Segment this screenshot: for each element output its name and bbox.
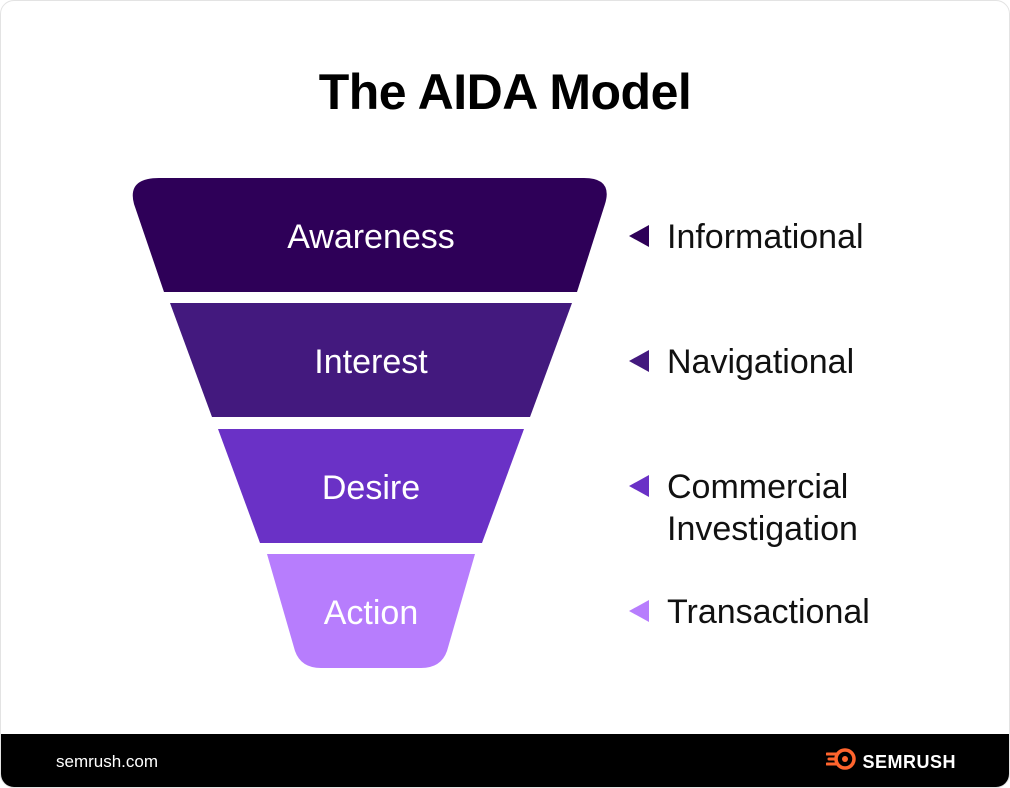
intent-label: Commercial Investigation xyxy=(667,468,858,548)
funnel-stage-interest xyxy=(170,303,572,417)
funnel-stage-desire xyxy=(218,429,524,543)
intent-transactional: Transactional xyxy=(629,591,870,633)
triangle-left-icon xyxy=(629,341,651,381)
stage-label-interest: Interest xyxy=(314,343,428,381)
footer-site-link[interactable]: semrush.com xyxy=(56,752,159,771)
stage-label-desire: Desire xyxy=(321,469,421,507)
page-title: The AIDA Model xyxy=(318,64,692,120)
stage-label-awareness: Awareness xyxy=(287,218,455,256)
intent-label: Navigational xyxy=(667,343,855,381)
semrush-logo: SEMRUSH xyxy=(825,748,956,775)
intent-navigational: Navigational xyxy=(629,341,854,383)
intent-commercial-investigation: Commercial Investigation xyxy=(629,466,858,550)
intent-label: Informational xyxy=(667,218,864,256)
brand-wordmark: SEMRUSH xyxy=(862,751,956,772)
triangle-left-icon xyxy=(629,466,651,506)
footer-bar: semrush.com SEMRUSH xyxy=(1,734,1009,787)
triangle-left-icon xyxy=(629,591,651,631)
semrush-flame-icon xyxy=(825,748,857,775)
funnel-stage-awareness xyxy=(132,178,607,292)
intent-informational: Informational xyxy=(629,216,864,258)
triangle-left-icon xyxy=(629,216,651,256)
intent-label: Transactional xyxy=(667,593,870,631)
stage-label-action: Action xyxy=(323,594,419,632)
funnel-stage-action xyxy=(267,554,475,668)
